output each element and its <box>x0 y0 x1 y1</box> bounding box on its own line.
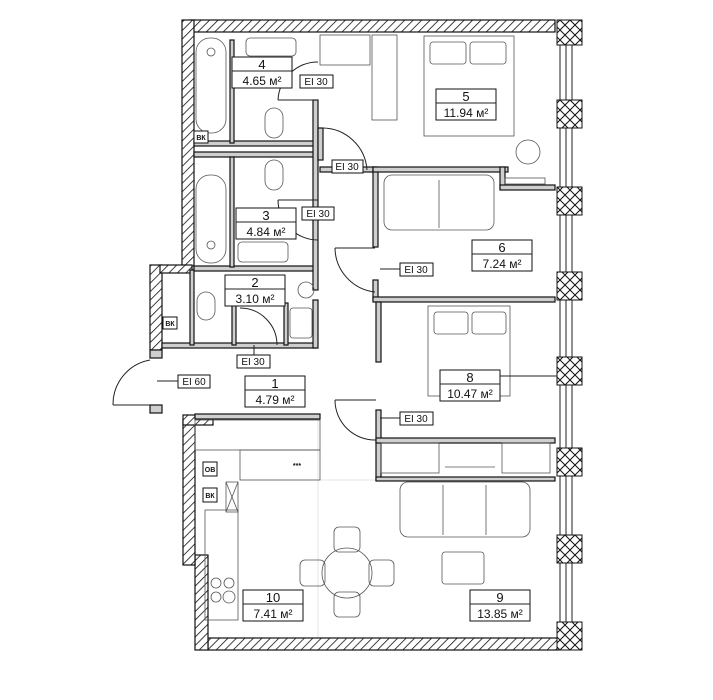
doors <box>112 61 377 441</box>
wardrobe <box>194 419 321 451</box>
door-rating-2: EI 30 <box>241 357 265 368</box>
wardrobe <box>371 34 398 121</box>
riser-vk-label: ВК <box>165 321 175 328</box>
room-label-10: 10 7.41 м² <box>242 589 304 622</box>
door-rating-8: EI 30 <box>404 414 428 425</box>
svg-text:5: 5 <box>462 89 469 104</box>
room-label-4: 4 4.65 м² <box>231 56 293 89</box>
room-label-8: 8 10.47 м² <box>439 369 501 402</box>
washing-machine-icon <box>297 281 315 299</box>
risers: ВК ВК ОВ ВК <box>162 130 218 503</box>
table-icon <box>515 139 541 165</box>
kitchen-counter <box>239 449 321 481</box>
room-label-9: 9 13.85 м² <box>469 589 531 622</box>
svg-text:4.79 м²: 4.79 м² <box>256 393 295 407</box>
room-label-2: 2 3.10 м² <box>224 274 286 307</box>
svg-text:4.84 м²: 4.84 м² <box>247 225 286 239</box>
svg-text:4.65 м²: 4.65 м² <box>243 74 282 88</box>
svg-text:7.24 м²: 7.24 м² <box>483 257 522 271</box>
svg-text:7.41 м²: 7.41 м² <box>254 607 293 621</box>
bathtub-icon <box>195 174 227 264</box>
entry-door <box>112 359 151 406</box>
riser-vk-label: ВК <box>205 493 215 500</box>
interior-walls <box>161 39 556 482</box>
fixtures: *** <box>194 34 551 621</box>
svg-text:8: 8 <box>466 370 473 385</box>
stove-mark: *** <box>293 463 301 470</box>
wardrobe <box>380 442 440 474</box>
kitchen-counter <box>204 509 239 621</box>
sofa-icon <box>383 174 495 231</box>
sink-icon <box>245 37 297 57</box>
riser-vk-label: ВК <box>196 135 206 142</box>
svg-text:3: 3 <box>262 208 269 223</box>
svg-text:10.47 м²: 10.47 м² <box>447 387 493 401</box>
svg-text:10: 10 <box>266 590 280 605</box>
room-label-3: 3 4.84 м² <box>235 207 297 240</box>
toilet-icon <box>264 107 284 139</box>
wardrobe <box>319 34 371 66</box>
door-rating-5: EI 30 <box>335 162 359 173</box>
room-label-5: 5 11.94 м² <box>435 88 497 121</box>
room-label-1: 1 4.79 м² <box>244 375 306 408</box>
door-rating-4: EI 30 <box>304 77 328 88</box>
toilet-icon <box>264 159 284 191</box>
svg-text:11.94 м²: 11.94 м² <box>444 106 489 120</box>
dining-table-icon <box>321 547 373 599</box>
sofa-icon <box>399 481 531 538</box>
bathtub-icon <box>195 37 227 134</box>
exterior-walls <box>149 19 559 651</box>
svg-text:1: 1 <box>271 376 278 391</box>
bed-icon <box>423 35 515 137</box>
svg-text:13.85 м²: 13.85 м² <box>477 607 523 621</box>
svg-text:3.10 м²: 3.10 м² <box>236 292 275 306</box>
svg-text:9: 9 <box>496 590 503 605</box>
riser-ov-label: ОВ <box>205 467 216 474</box>
toilet-icon <box>196 291 216 321</box>
svg-text:6: 6 <box>498 240 505 255</box>
window-column <box>556 19 583 651</box>
wardrobe <box>501 442 551 474</box>
door-ratings: EI 30 EI 30 EI 30 EI 30 EI 30 EI 60 EI 3… <box>157 74 557 426</box>
coffee-table-icon <box>441 551 485 585</box>
svg-text:4: 4 <box>258 57 265 72</box>
door-rating-6: EI 30 <box>404 265 428 276</box>
sink-icon <box>289 307 313 339</box>
sink-icon <box>237 241 289 263</box>
door-rating-3: EI 30 <box>306 209 330 220</box>
door-rating-entry: EI 60 <box>182 377 206 388</box>
svg-text:2: 2 <box>251 275 258 290</box>
room-labels: 4 4.65 м² 5 11.94 м² 3 4.84 м² 6 7.24 м² 2 3.… <box>224 56 533 622</box>
room-label-6: 6 7.24 м² <box>471 239 533 272</box>
